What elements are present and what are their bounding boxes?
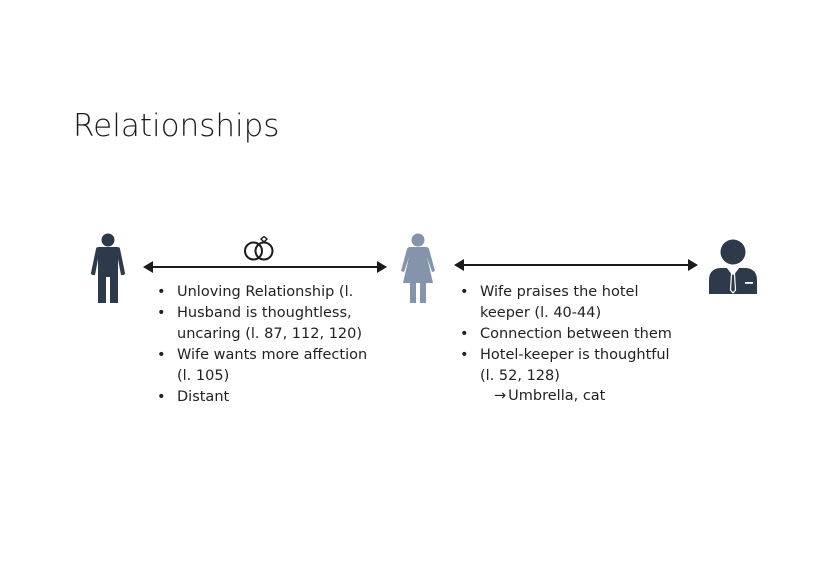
- woman-icon: [401, 233, 435, 303]
- slide-title: Relationships: [73, 108, 280, 144]
- list-item: Wife praises the hotel keeper (l. 40-44): [459, 282, 684, 324]
- relation-arrow-left: [143, 261, 387, 273]
- businessman-icon: [709, 239, 757, 294]
- right-relation-subnote: →Umbrella, cat: [494, 386, 605, 407]
- left-relation-bullets: Unloving Relationship (l. Husband is tho…: [156, 282, 381, 408]
- right-relation-bullets: Wife praises the hotel keeper (l. 40-44)…: [459, 282, 684, 387]
- list-item: Connection between them: [459, 324, 684, 345]
- list-item: Hotel-keeper is thoughtful (l. 52, 128): [459, 345, 684, 387]
- subnote-text: Umbrella, cat: [508, 388, 606, 404]
- wedding-rings-icon: [244, 236, 274, 261]
- man-icon: [91, 233, 125, 303]
- right-arrow-icon: →: [494, 388, 507, 404]
- list-item: Wife wants more affection (l. 105): [156, 345, 381, 387]
- relation-arrow-right: [454, 259, 698, 271]
- list-item: Husband is thoughtless, uncaring (l. 87,…: [156, 303, 381, 345]
- list-item: Distant: [156, 387, 381, 408]
- list-item: Unloving Relationship (l.: [156, 282, 381, 303]
